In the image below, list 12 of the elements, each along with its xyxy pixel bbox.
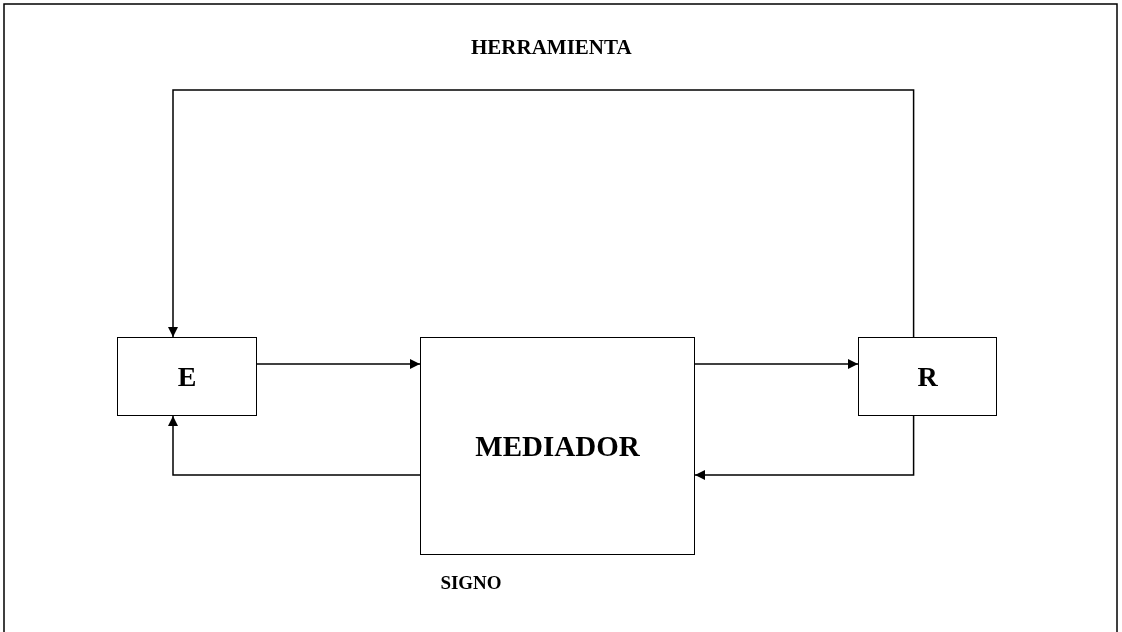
arrow [168,415,421,476]
process-box [858,337,997,416]
arrow [694,415,915,480]
process-box [117,337,257,416]
box-caption: SIGNO [440,572,502,594]
process-box [420,337,695,555]
box-label: MEDIADOR [475,429,640,463]
arrow [256,359,421,369]
arrow [168,89,915,338]
box-label: R [917,360,938,393]
box-label: E [177,360,197,393]
arrow [694,359,859,369]
